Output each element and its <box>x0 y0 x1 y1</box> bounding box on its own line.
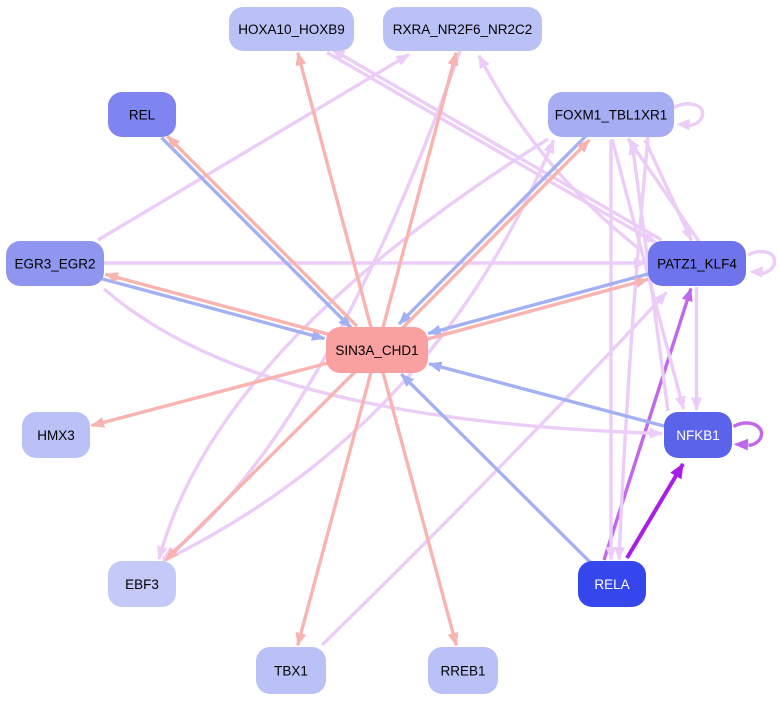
svg-text:FOXM1_TBL1XR1: FOXM1_TBL1XR1 <box>555 107 668 122</box>
svg-text:HMX3: HMX3 <box>37 428 75 443</box>
svg-text:RXRA_NR2F6_NR2C2: RXRA_NR2F6_NR2C2 <box>393 22 533 37</box>
svg-text:EGR3_EGR2: EGR3_EGR2 <box>14 256 95 271</box>
svg-text:SIN3A_CHD1: SIN3A_CHD1 <box>335 343 418 358</box>
svg-text:RREB1: RREB1 <box>440 663 485 678</box>
svg-text:EBF3: EBF3 <box>125 577 159 592</box>
svg-text:REL: REL <box>129 107 156 122</box>
svg-text:TBX1: TBX1 <box>274 663 308 678</box>
svg-text:PATZ1_KLF4: PATZ1_KLF4 <box>657 256 737 271</box>
svg-text:NFKB1: NFKB1 <box>676 428 720 443</box>
svg-text:HOXA10_HOXB9: HOXA10_HOXB9 <box>238 22 345 37</box>
svg-text:RELA: RELA <box>594 577 629 592</box>
